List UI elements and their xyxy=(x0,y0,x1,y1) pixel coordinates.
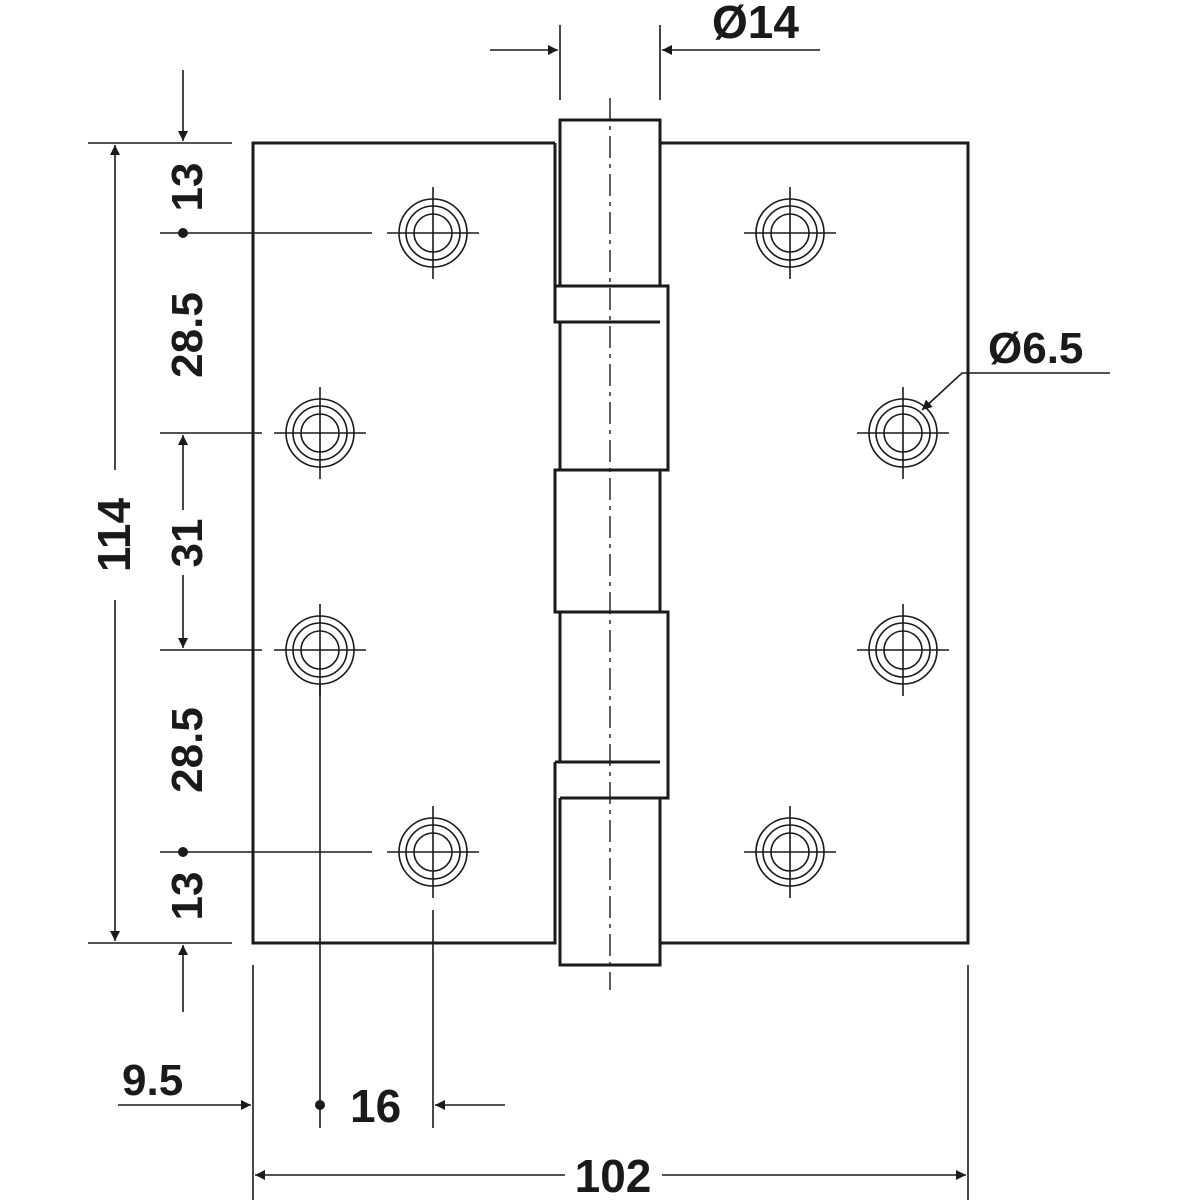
right-knuckle-outline xyxy=(658,120,670,965)
hole-diameter-label: Ø6.5 xyxy=(988,324,1083,373)
screw-hole xyxy=(274,387,366,479)
screw-hole xyxy=(857,604,949,696)
hinge-outline xyxy=(251,98,970,990)
left-knuckle-outline-mid xyxy=(553,143,562,764)
screw-hole xyxy=(387,187,479,279)
pin-diameter-label: Ø14 xyxy=(712,0,799,48)
screw-hole xyxy=(744,187,836,279)
screw-hole xyxy=(744,806,836,898)
lower-spacing-label: 28.5 xyxy=(163,707,212,793)
overall-width-label: 102 xyxy=(575,1150,652,1200)
reference-dot xyxy=(178,847,188,857)
edge-offset-label: 9.5 xyxy=(122,1056,183,1105)
reference-dot xyxy=(178,228,188,238)
left-leaf-outline xyxy=(251,141,557,945)
upper-spacing-label: 28.5 xyxy=(163,292,212,378)
dimension-labels: Ø14 Ø6.5 114 13 28.5 31 28.5 13 9.5 16 1… xyxy=(88,0,1083,1200)
reference-dot xyxy=(315,1100,325,1110)
dimension-lines xyxy=(88,25,1110,1200)
hole-diameter-leader xyxy=(921,372,1110,411)
middle-spacing-label: 31 xyxy=(163,519,212,568)
screw-hole xyxy=(387,806,479,898)
screw-hole xyxy=(857,387,949,479)
overall-height-label: 114 xyxy=(88,497,140,572)
screw-hole xyxy=(274,604,366,696)
screw-holes xyxy=(274,187,949,898)
bottom-margin-label: 13 xyxy=(163,872,212,921)
hole-offset-label: 16 xyxy=(350,1080,401,1132)
right-leaf-outline xyxy=(660,141,970,945)
top-margin-label: 13 xyxy=(163,163,212,212)
